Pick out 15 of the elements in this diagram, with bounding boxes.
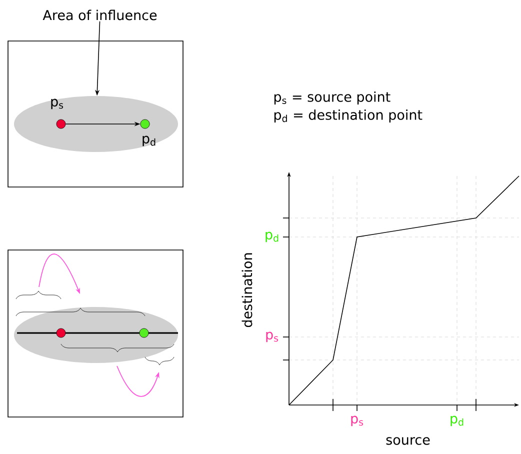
tick-label: p$_{d}$ <box>450 416 464 426</box>
axis-title: source <box>386 437 430 445</box>
callout-text: Area of influence <box>42 10 157 20</box>
definition-text: p$_{s}$ = source point <box>274 91 390 105</box>
tick-label: p$_{s}$ <box>351 416 364 426</box>
point-dot <box>140 119 150 129</box>
axis-title: destination <box>242 253 252 328</box>
tick-label: p$_{d}$ <box>266 232 278 242</box>
point-label: p$_{s}$ <box>51 98 64 110</box>
tick-label: p$_{s}$ <box>266 332 278 342</box>
definition-text: p$_{d}$ = destination point <box>274 109 422 123</box>
panel-frame <box>8 40 184 188</box>
point-dot <box>56 119 66 129</box>
point-label: p$_{d}$ <box>142 136 156 146</box>
influence-area <box>14 96 178 152</box>
